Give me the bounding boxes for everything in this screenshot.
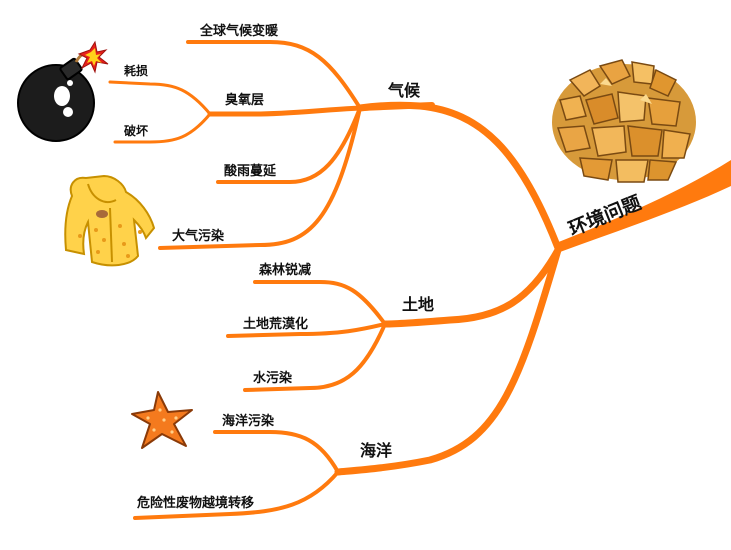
category-label-ocean: 海洋 [360,441,392,460]
leaf-label-ozone: 臭氧层 [225,92,264,108]
branch-ocean [334,246,562,476]
branch-hazardous-waste [133,470,340,520]
starfish-icon [131,391,193,449]
bomb-icon [17,40,109,142]
leaf-label-depletion: 耗损 [124,63,148,78]
branch-depletion [108,80,212,116]
branch-lines [108,40,731,520]
leaf-label-desertification: 土地荒漠化 [243,316,308,332]
category-label-land: 土地 [402,295,434,314]
branch-desertification [226,322,387,338]
branch-deforestation [253,280,387,326]
branch-climate [356,101,562,252]
trunk-branch [556,160,731,252]
leaf-label-ocean-pollution: 海洋污染 [222,413,275,429]
leaf-label-warming: 全球气候变暖 [199,23,279,39]
branch-acid-rain [216,106,362,184]
branch-water-pollution [243,322,387,392]
category-label-climate: 气候 [387,81,421,100]
underline-climate [357,102,435,111]
leaf-label-deforestation: 森林锐减 [259,262,311,278]
branch-land [381,246,562,328]
leaf-label-acid-rain: 酸雨蔓延 [224,163,277,179]
branch-ocean-pollution [213,430,340,474]
leaf-label-damage: 破坏 [124,123,148,138]
leaf-label-air-pollution: 大气污染 [172,228,225,244]
branch-warming [186,40,362,110]
branch-air-pollution [158,106,362,250]
branch-ozone [207,105,363,117]
rock-pile-icon [552,59,696,183]
leaf-label-hazardous-waste: 危险性废物越境转移 [137,495,254,511]
raincoat-icon [64,174,156,267]
branch-damage [113,112,212,144]
leaf-label-water-pollution: 水污染 [253,370,293,386]
